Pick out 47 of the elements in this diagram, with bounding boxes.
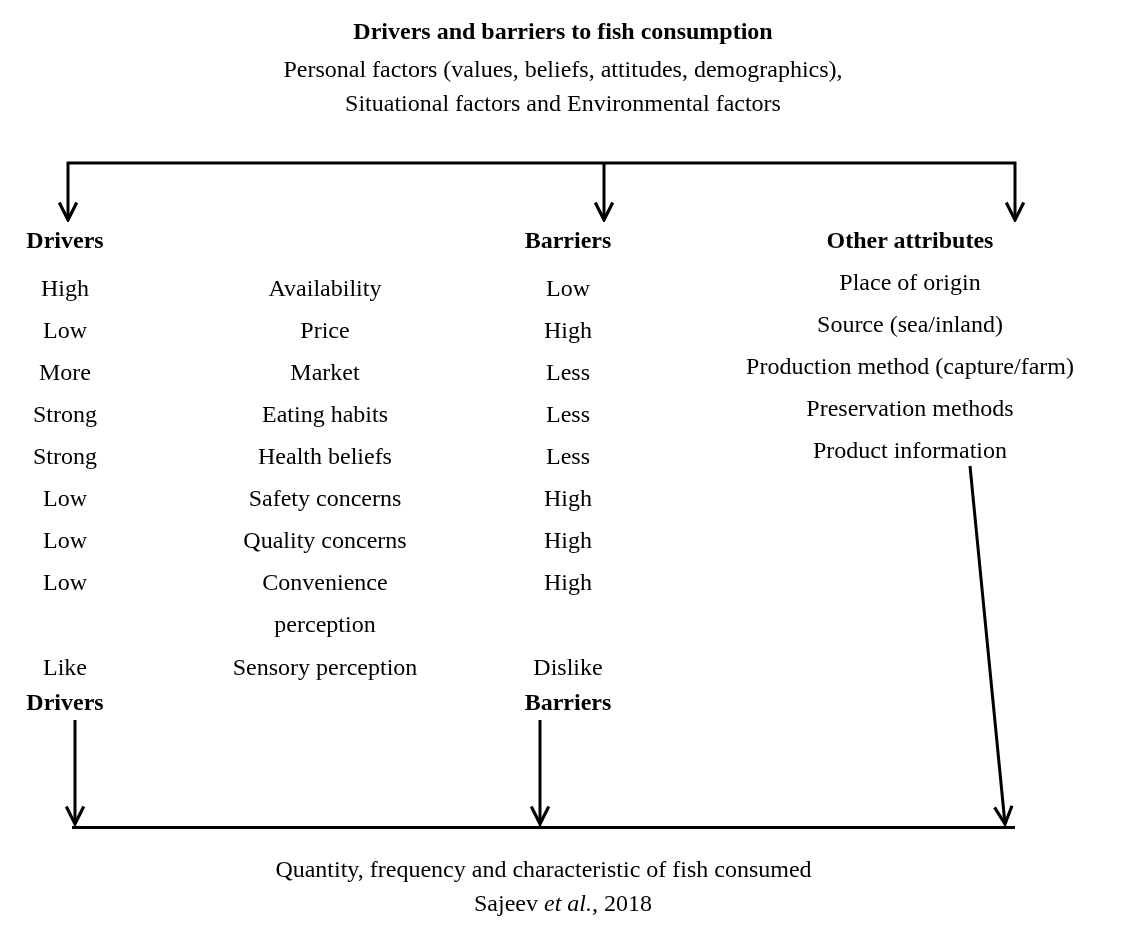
column-heading: Other attributes — [825, 226, 995, 254]
attribute-text: Place of origin — [838, 268, 982, 296]
level-text: Strong — [32, 400, 98, 429]
factor-text: Market — [289, 358, 361, 387]
level-text: Less — [545, 400, 591, 429]
attribute-text: Preservation methods — [805, 394, 1015, 422]
level-text: Less — [545, 442, 591, 471]
factor-text: Quality concerns — [242, 526, 408, 555]
arrow — [968, 465, 1014, 826]
column-heading: Barriers — [508, 688, 628, 716]
arrow — [529, 720, 551, 826]
factor-text: Eating habits — [261, 400, 389, 429]
level-text: Strong — [32, 442, 98, 471]
factor-text: Availability — [267, 274, 383, 303]
level-text: High — [543, 484, 593, 513]
factor-text: Health beliefs — [257, 442, 393, 471]
level-text: High — [543, 526, 593, 555]
attribute-text: Production method (capture/farm) — [745, 352, 1075, 380]
arrow — [64, 720, 86, 826]
arrow — [57, 161, 604, 222]
factor-text: Price — [299, 316, 351, 345]
citation-text: Sajeev et al., 2018 — [473, 889, 653, 917]
attribute-text: Product information — [812, 436, 1008, 464]
level-text: More — [38, 358, 92, 387]
level-text: Low — [42, 526, 88, 555]
column-heading: Drivers — [5, 688, 125, 716]
level-text: Low — [42, 316, 88, 345]
outcome-label: Quantity, frequency and characteristic of fish consumed — [72, 826, 1015, 883]
factor-text: Convenience perception — [261, 568, 389, 639]
level-text: Low — [42, 568, 88, 597]
description-text: Personal factors (values, beliefs, attitudes, demographics), Situational factors and Environmental factors — [282, 55, 844, 118]
arrow — [593, 161, 615, 222]
arrow — [604, 161, 1026, 222]
factor-text: Sensory perception — [231, 653, 419, 682]
level-text: High — [543, 316, 593, 345]
title-text: Drivers and barriers to fish consumption — [352, 17, 774, 46]
column-heading: Barriers — [508, 226, 628, 254]
level-text: Low — [545, 274, 591, 303]
factor-text: Safety concerns — [247, 484, 403, 513]
level-text: Like — [42, 653, 88, 682]
level-text: High — [543, 568, 593, 597]
level-text: Low — [42, 484, 88, 513]
level-text: Dislike — [532, 653, 604, 682]
level-text: Less — [545, 358, 591, 387]
column-heading: Drivers — [5, 226, 125, 254]
level-text: High — [40, 274, 90, 303]
attribute-text: Source (sea/inland) — [816, 310, 1004, 338]
